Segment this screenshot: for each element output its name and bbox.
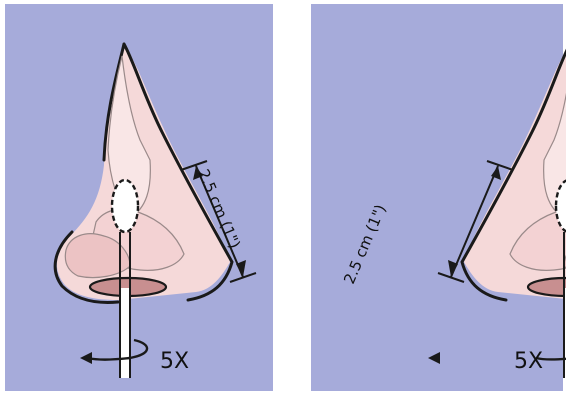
left-rotation-label: 5X bbox=[160, 349, 189, 374]
left-swab-stick-fill bbox=[121, 288, 129, 378]
right-rotation-label: 5X bbox=[514, 349, 543, 374]
left-panel: 5X 2.5 cm (1") bbox=[5, 4, 273, 391]
left-swab-tip bbox=[112, 180, 138, 232]
right-panel: 5X 2.5 cm (1") bbox=[311, 4, 566, 391]
